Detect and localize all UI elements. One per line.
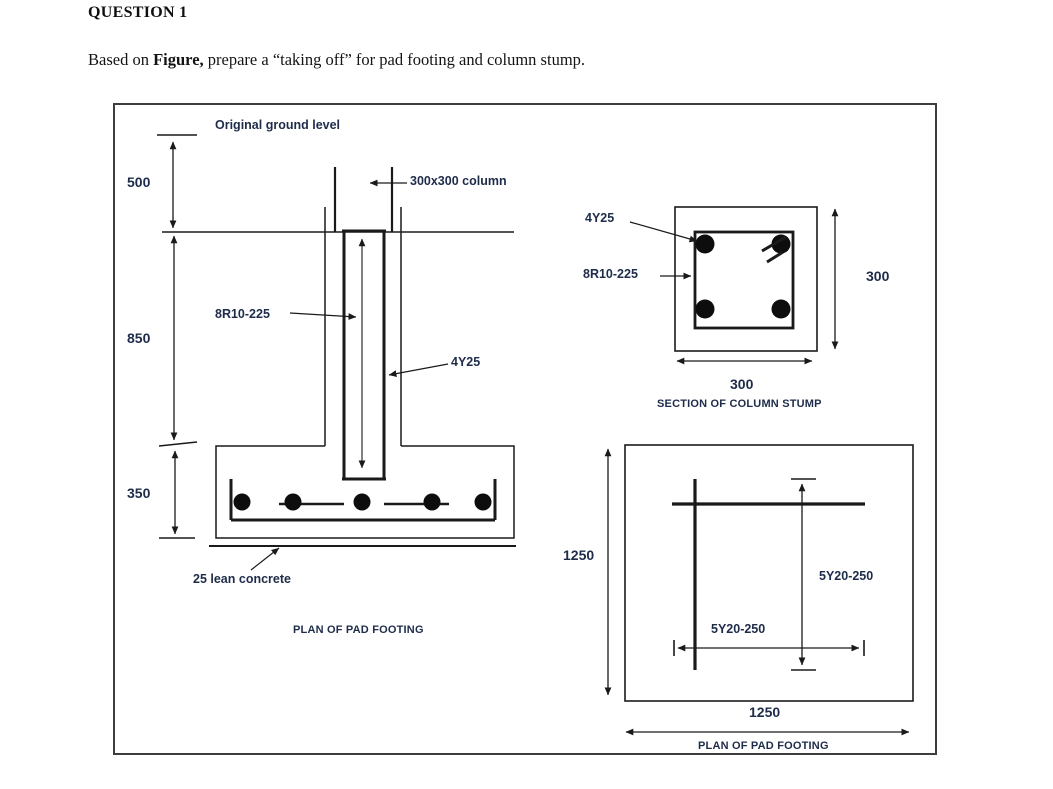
stump-bars-label: 4Y25 xyxy=(585,211,615,225)
plan-bottom-dim-label: 1250 xyxy=(749,704,781,720)
bars-label-arrow xyxy=(388,363,449,377)
question-text: Based on Figure, prepare a “taking off” … xyxy=(88,50,585,70)
section-bars-label: 4Y25 xyxy=(451,355,481,369)
question-text-prefix: Based on xyxy=(88,50,154,69)
ground-level-label: Original ground level xyxy=(215,118,341,132)
stump-section-caption: SECTION OF COLUMN STUMP xyxy=(657,398,822,410)
question-text-suffix: prepare a “taking off” for pad footing a… xyxy=(203,50,586,69)
lean-concrete-label: 25 lean concrete xyxy=(193,572,291,586)
stump-outer-square xyxy=(674,206,818,352)
column-rebar-cage xyxy=(342,229,386,481)
section-view-caption: PLAN OF PAD FOOTING xyxy=(293,624,424,636)
question-text-bold: Figure, xyxy=(153,50,204,69)
section-view-drawing xyxy=(157,134,516,571)
lean-label-arrow xyxy=(250,547,280,571)
section-links-label: 8R10-225 xyxy=(215,307,270,321)
column-stump-section-drawing xyxy=(629,206,839,365)
footing-plan-square xyxy=(624,444,914,702)
question-title: QUESTION 1 xyxy=(88,4,188,21)
stump-height-label: 300 xyxy=(866,268,890,284)
stump-bar-dots xyxy=(695,234,791,319)
footing-bar-dots xyxy=(233,493,492,511)
figure-panel: Original ground level 300x300 column 500… xyxy=(113,103,937,755)
stump-link-square xyxy=(693,230,795,330)
dim-500-label: 500 xyxy=(127,174,151,190)
stump-width-label: 300 xyxy=(730,376,754,392)
stump-bars-label-arrow xyxy=(629,221,698,243)
stump-links-label: 8R10-225 xyxy=(583,267,638,281)
footing-plan-caption: PLAN OF PAD FOOTING xyxy=(698,740,829,752)
link-hook xyxy=(761,235,787,264)
column-size-label: 300x300 column xyxy=(410,174,507,188)
plan-left-dim-label: 1250 xyxy=(563,547,595,563)
links-label-arrow xyxy=(289,312,357,320)
footing-rebar xyxy=(229,479,497,522)
figure-drawing xyxy=(157,134,914,736)
dim-850-tick xyxy=(158,441,198,447)
footing-outline xyxy=(215,445,515,539)
pad-footing-plan-drawing xyxy=(604,444,914,736)
plan-rebar-horizontal-label: 5Y20-250 xyxy=(711,622,766,636)
dim-350-label: 350 xyxy=(127,485,151,501)
plan-rebar-vertical-label: 5Y20-250 xyxy=(819,569,874,583)
dim-850-label: 850 xyxy=(127,330,151,346)
